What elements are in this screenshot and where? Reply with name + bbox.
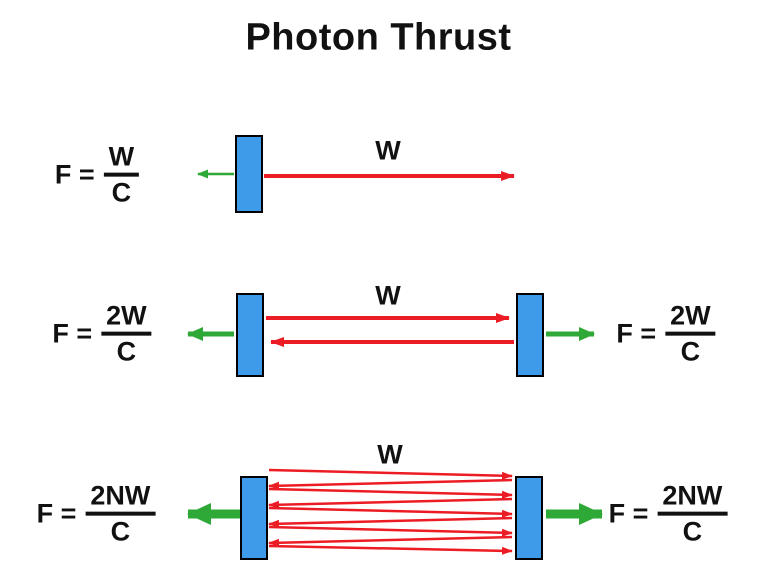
formula-fraction: W C: [103, 142, 140, 208]
formula-numerator: 2NW: [85, 481, 156, 516]
formula-denominator: C: [680, 337, 701, 367]
row3-photon-bounce: [268, 468, 513, 480]
row3-photon-bounce: [268, 535, 513, 547]
formula-numerator: 2W: [101, 301, 152, 336]
formula-numerator: 2W: [665, 301, 716, 336]
formula-fraction: 2W C: [665, 301, 716, 367]
formula-fraction: 2NW C: [657, 481, 728, 547]
formula-lhs: F =: [36, 498, 77, 529]
row2-formula-left: F = 2W C: [52, 301, 152, 367]
row1-beam-label: W: [375, 135, 401, 166]
formula-lhs: F =: [54, 159, 95, 190]
row2-mirror-plate-right: [516, 293, 544, 377]
row3-formula-right: F = 2NW C: [608, 481, 728, 547]
row1-formula-left: F = W C: [54, 142, 140, 208]
formula-denominator: C: [110, 517, 131, 547]
row3-photon-bounce: [268, 525, 513, 537]
page-title: Photon Thrust: [245, 16, 512, 59]
row2-beam-label: W: [375, 280, 401, 311]
row3-photon-bounce: [268, 487, 513, 499]
formula-fraction: 2W C: [101, 301, 152, 367]
row3-photon-bounce: [268, 506, 513, 518]
row1-mirror-plate: [235, 135, 263, 213]
row2-mirror-plate-left: [236, 293, 264, 377]
formula-denominator: C: [682, 517, 703, 547]
formula-numerator: W: [103, 142, 140, 177]
formula-fraction: 2NW C: [85, 481, 156, 547]
row3-mirror-plate-right: [515, 476, 543, 560]
formula-numerator: 2NW: [657, 481, 728, 516]
formula-lhs: F =: [616, 318, 657, 349]
formula-denominator: C: [116, 337, 137, 367]
row3-photon-bounce: [268, 497, 513, 509]
formula-denominator: C: [111, 178, 132, 208]
row3-mirror-plate-left: [240, 476, 268, 560]
row3-photon-bounce: [268, 544, 513, 555]
row3-beam-label: W: [377, 439, 403, 470]
formula-lhs: F =: [52, 318, 93, 349]
row3-formula-left: F = 2NW C: [36, 481, 156, 547]
formula-lhs: F =: [608, 498, 649, 529]
row3-photon-bounce: [268, 516, 513, 528]
row3-photon-bounce: [268, 478, 513, 490]
row2-formula-right: F = 2W C: [616, 301, 716, 367]
